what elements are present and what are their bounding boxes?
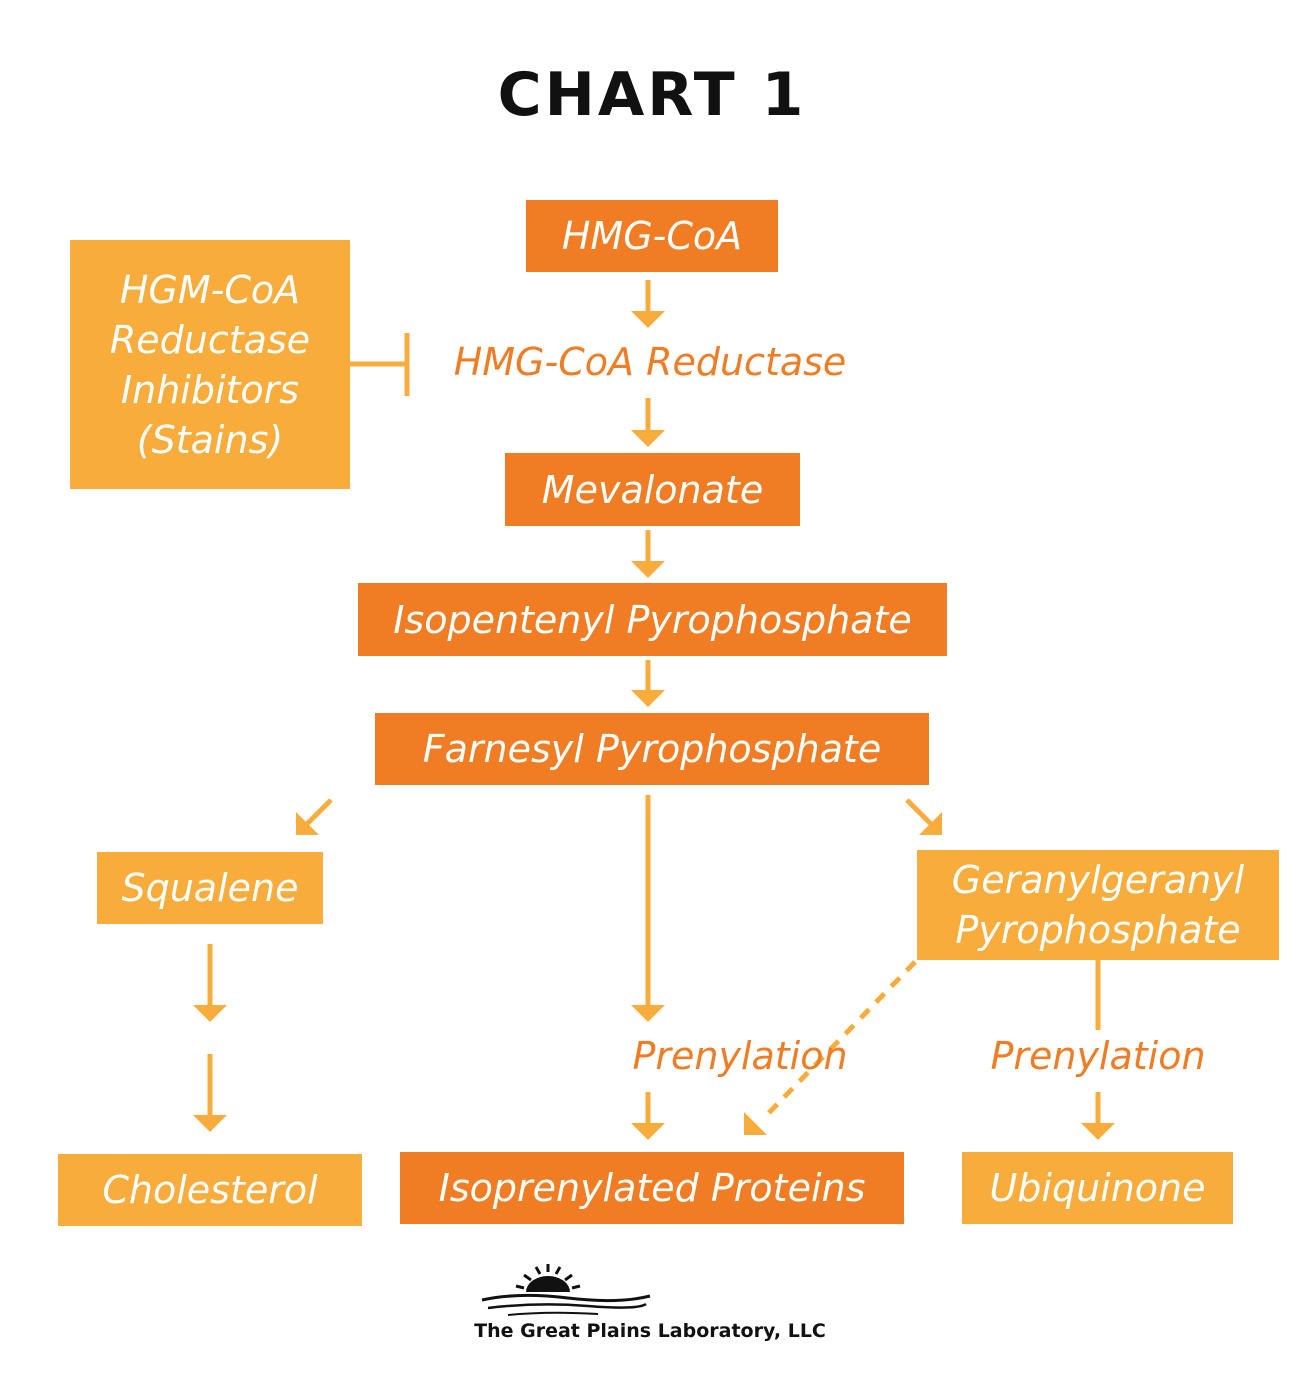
arrowhead-reductase-to-mevalonate <box>631 430 665 447</box>
node-isoprenylated-proteins: Isoprenylated Proteins <box>400 1152 904 1224</box>
geranylgeranyl-line-1: Geranylgeranyl <box>951 858 1245 902</box>
geranylgeranyl-line-2: Pyrophosphate <box>955 908 1241 952</box>
arrow-farnesyl-to-geranylgeranyl <box>905 798 934 827</box>
arrowhead-dashed <box>744 1112 767 1135</box>
arrowhead-isopentenyl-to-farnesyl <box>631 690 665 707</box>
arrowhead-prenylation-to-isoprenylated <box>631 1123 665 1140</box>
inhibitors-line-2: Reductase <box>109 317 311 362</box>
node-mevalonate: Mevalonate <box>505 453 800 526</box>
arrowhead-squalene-step1 <box>193 1005 227 1022</box>
node-ubiquinone: Ubiquinone <box>962 1152 1233 1224</box>
label-prenylation-right: Prenylation <box>990 1034 1206 1078</box>
inhibitors-line-3: Inhibitors <box>120 367 300 412</box>
node-farnesyl-pyrophosphate: Farnesyl Pyrophosphate <box>375 713 929 785</box>
arrowhead-mevalonate-to-isopentenyl <box>631 561 665 578</box>
node-squalene: Squalene <box>97 852 323 924</box>
node-inhibitors: HGM-CoA Reductase Inhibitors (Stains) <box>70 240 350 489</box>
arrowhead-squalene-step2 <box>193 1115 227 1132</box>
inhibitors-line-1: HGM-CoA <box>119 267 301 312</box>
arrowhead-prenylation-to-ubiquinone <box>1081 1123 1115 1140</box>
node-hmg-coa: HMG-CoA <box>526 200 778 272</box>
company-name: The Great Plains Laboratory, LLC <box>474 1320 826 1342</box>
node-geranylgeranyl-pyrophosphate: Geranylgeranyl Pyrophosphate <box>917 850 1279 960</box>
node-isopentenyl-pyrophosphate: Isopentenyl Pyrophosphate <box>358 583 947 656</box>
label-hmg-coa-reductase: HMG-CoA Reductase <box>453 340 847 384</box>
arrow-farnesyl-to-squalene <box>304 798 333 827</box>
arrowhead-hmgcoa-to-reductase <box>631 311 665 328</box>
dashed-arrow-geranylgeranyl-to-isoprenylated <box>760 960 917 1122</box>
node-cholesterol: Cholesterol <box>58 1154 362 1226</box>
sun-over-water-logo <box>481 1264 651 1316</box>
arrowhead-farnesyl-to-squalene <box>296 812 319 835</box>
page-title: CHART 1 <box>497 60 807 130</box>
label-prenylation-center: Prenylation <box>632 1034 848 1078</box>
inhibitors-line-4: (Stains) <box>136 417 284 462</box>
arrowhead-farnesyl-to-geranylgeranyl <box>919 812 942 835</box>
arrowhead-farnesyl-to-prenylation <box>631 1005 665 1022</box>
